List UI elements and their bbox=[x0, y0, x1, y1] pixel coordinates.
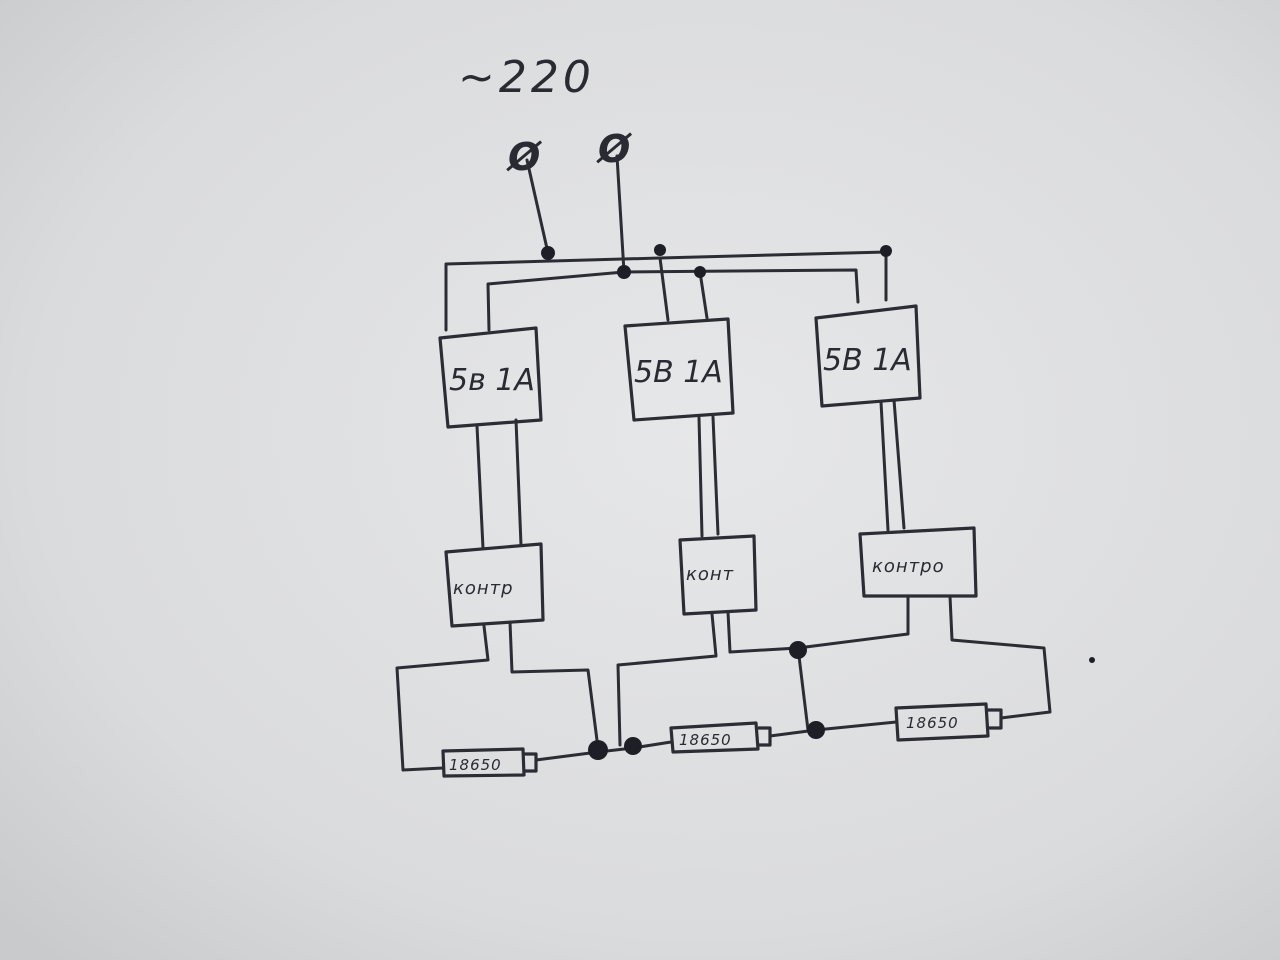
controller-2: конт bbox=[678, 534, 758, 616]
drop-wire-psu2-a bbox=[658, 256, 670, 322]
junction-dot bbox=[654, 244, 666, 256]
wire bbox=[514, 418, 523, 547]
battery-terminal bbox=[524, 752, 538, 773]
controller-label: контрo bbox=[872, 556, 945, 577]
battery-label: 18650 bbox=[906, 714, 959, 732]
junction-dot bbox=[807, 721, 825, 739]
power-supply-label: 5в 1А bbox=[449, 363, 535, 398]
lead-wire-left bbox=[525, 158, 550, 255]
power-supply-1: 5в 1А bbox=[438, 326, 543, 429]
power-supply-box bbox=[438, 326, 543, 429]
battery-body bbox=[669, 721, 760, 754]
wire bbox=[508, 620, 600, 750]
power-supply-box bbox=[623, 317, 735, 422]
junction-dot bbox=[789, 641, 807, 659]
controller-box bbox=[678, 534, 758, 616]
ac-input-terminals: Ø Ø bbox=[506, 127, 633, 179]
ink-speck bbox=[1089, 657, 1095, 663]
battery-3: 18650 bbox=[894, 702, 1003, 742]
wire bbox=[475, 424, 485, 550]
battery-body bbox=[894, 702, 990, 742]
wire bbox=[534, 740, 673, 762]
voltage-label: ~220 bbox=[458, 52, 595, 103]
controller-label: конт bbox=[686, 564, 734, 585]
junction-dot bbox=[541, 246, 555, 260]
psu-controller-wiring bbox=[475, 398, 906, 550]
terminal-right: Ø bbox=[596, 127, 633, 171]
power-supply-3: 5В 1А bbox=[814, 304, 922, 408]
controller-1: контр bbox=[444, 542, 545, 628]
wire bbox=[395, 624, 490, 772]
junction-dot bbox=[694, 266, 706, 278]
junction-dot bbox=[588, 740, 608, 760]
mains-wiring bbox=[444, 154, 892, 332]
battery-wiring bbox=[395, 594, 1095, 772]
power-supply-label: 5В 1А bbox=[823, 343, 912, 378]
wire bbox=[948, 594, 1052, 720]
controller-3: контрo bbox=[858, 526, 978, 598]
controller-label: контр bbox=[453, 578, 514, 599]
junction-dot bbox=[617, 265, 631, 279]
wire bbox=[796, 646, 810, 732]
battery-2: 18650 bbox=[669, 721, 772, 754]
power-supply-box bbox=[814, 304, 922, 408]
drop-wire-psu2-b bbox=[698, 270, 709, 320]
controller-box bbox=[858, 526, 978, 598]
wire bbox=[697, 416, 704, 538]
wire bbox=[711, 415, 720, 536]
wire bbox=[616, 612, 718, 747]
wire bbox=[892, 398, 906, 530]
controller-box bbox=[444, 542, 545, 628]
terminal-left: Ø bbox=[506, 135, 543, 179]
junction-dot bbox=[880, 245, 892, 257]
battery-label: 18650 bbox=[449, 756, 502, 774]
lead-wire-right bbox=[615, 154, 626, 274]
junction-dot bbox=[624, 737, 642, 755]
wire bbox=[879, 400, 890, 532]
battery-label: 18650 bbox=[679, 731, 732, 749]
power-supply-2: 5В 1А bbox=[623, 317, 735, 422]
power-supply-label: 5В 1А bbox=[634, 355, 723, 390]
